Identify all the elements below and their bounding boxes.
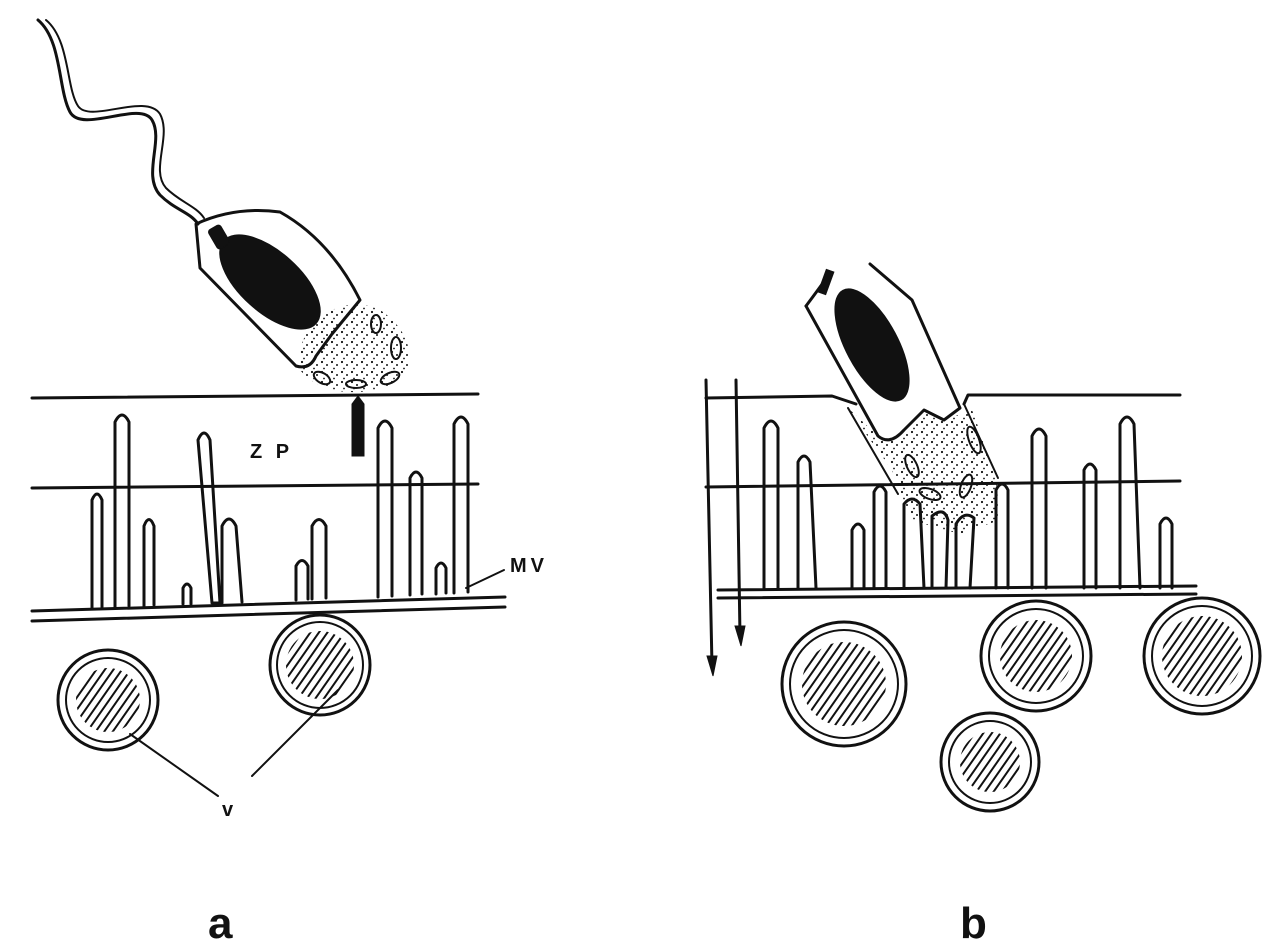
microvillus <box>1120 417 1140 588</box>
microvillus <box>436 563 446 594</box>
cortical-vesicle <box>981 601 1091 711</box>
sperm-tail <box>38 20 198 224</box>
cortical-vesicle <box>58 650 158 750</box>
cortical-vesicle <box>782 622 906 746</box>
zona-outer-line <box>706 396 856 404</box>
zona-outer-line <box>32 394 478 398</box>
left-arrow-head <box>735 626 745 646</box>
microvilli-label: MV <box>510 555 548 577</box>
left-arrow <box>706 380 712 666</box>
microvillus <box>144 520 154 607</box>
mv-leader-line <box>466 570 504 588</box>
panel-letter-b: b <box>960 899 987 941</box>
cortical-vesicle <box>941 713 1039 811</box>
zona-outer-line <box>964 395 1180 404</box>
v-leader-line <box>130 734 218 796</box>
acrosomal-contents <box>848 408 1000 534</box>
microvillus <box>454 417 468 593</box>
microvillus <box>92 494 102 609</box>
vesicle-label: v <box>222 799 237 821</box>
plasma-membrane-bottom <box>718 594 1196 598</box>
microvillus <box>115 415 129 607</box>
microvillus <box>852 524 864 588</box>
microvillus <box>1160 518 1172 588</box>
panel-letter-a: a <box>208 899 233 941</box>
microvillus <box>312 520 326 600</box>
left-arrow-head <box>707 656 717 676</box>
microvillus <box>198 433 220 603</box>
cortical-vesicle <box>1144 598 1260 714</box>
zona-label: Z P <box>250 441 293 463</box>
sperm-tail-inner <box>46 20 204 218</box>
microvillus <box>874 486 886 588</box>
microvillus <box>183 584 191 604</box>
microvillus <box>798 456 816 588</box>
penetration-arrow <box>352 396 364 456</box>
microvillus <box>764 421 778 588</box>
v-leader-line <box>252 690 338 776</box>
microvillus <box>222 519 242 603</box>
microvillus <box>410 472 422 595</box>
cortical-vesicle <box>270 615 370 715</box>
acrosome-cap <box>818 269 834 294</box>
microvillus <box>1032 429 1046 588</box>
panel-b: b <box>706 264 1260 941</box>
microvillus <box>378 421 392 597</box>
microvillus <box>296 561 308 601</box>
panel-a: Z P MV v a <box>32 20 548 941</box>
